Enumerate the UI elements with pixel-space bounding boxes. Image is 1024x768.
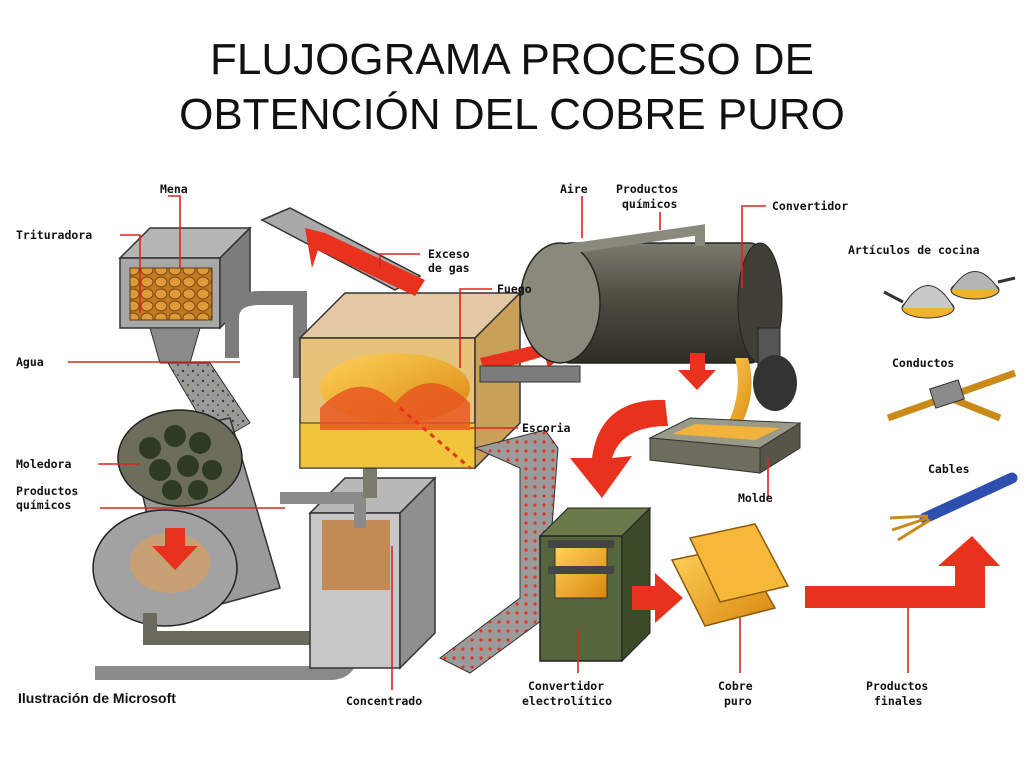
chemicals-pipe xyxy=(280,492,366,528)
crusher xyxy=(118,226,252,364)
pure-copper-plates xyxy=(670,523,790,627)
label-cobre-puro-1: Cobre xyxy=(718,679,753,693)
label-mena: Mena xyxy=(160,182,188,196)
exhaust-arrow xyxy=(305,228,425,296)
label-productos-finales-1: Productos xyxy=(866,679,928,693)
leader-fuego xyxy=(459,288,492,368)
copper-process-diagram: Mena Trituradora Agua Moledora Productos… xyxy=(16,182,1018,708)
final-products-arrow xyxy=(805,536,1000,608)
leader-trituradora xyxy=(120,234,141,313)
title-line-2: OBTENCIÓN DEL COBRE PURO xyxy=(179,90,845,139)
cables-icon xyxy=(889,472,1018,542)
illustration-credit: Ilustración de Microsoft xyxy=(18,690,176,706)
label-articulos-cocina: Artículos de cocina xyxy=(848,243,980,257)
cookware-icon xyxy=(883,271,1016,319)
feed-pipe xyxy=(479,365,581,383)
leader-convertidor xyxy=(741,205,766,288)
electrolytic-to-copper-arrow xyxy=(632,573,683,623)
label-prod-quim-top-1: Productos xyxy=(616,182,678,196)
label-exceso-gas-2: de gas xyxy=(428,261,470,275)
mold-to-electrolytic-arrow xyxy=(570,399,668,498)
label-prod-quim-top-2: químicos xyxy=(622,197,677,211)
water-pipe xyxy=(225,291,307,378)
label-productos-quimicos-2: químicos xyxy=(16,498,71,512)
label-exceso-gas-1: Exceso xyxy=(428,247,470,261)
leader-mena xyxy=(168,195,181,268)
label-productos-finales-2: finales xyxy=(874,694,922,708)
grinding-drum xyxy=(92,409,281,627)
label-trituradora: Trituradora xyxy=(16,228,92,242)
slag-chute xyxy=(439,429,559,674)
page-title: FLUJOGRAMA PROCESO DE OBTENCIÓN DEL COBR… xyxy=(0,32,1024,142)
label-aire: Aire xyxy=(560,182,588,196)
furnace xyxy=(298,291,522,470)
label-conv-electro-1: Convertidor xyxy=(528,679,604,693)
label-cables: Cables xyxy=(928,462,970,476)
drum-outlet-pipe xyxy=(143,613,345,645)
label-molde: Molde xyxy=(738,491,773,505)
mold xyxy=(648,417,802,474)
leader-exceso-gas xyxy=(379,253,420,268)
label-escoria: Escoria xyxy=(522,421,571,435)
molten-copper-pour xyxy=(720,358,752,440)
label-productos-quimicos-1: Productos xyxy=(16,484,78,498)
electrolytic-converter xyxy=(538,506,652,663)
air-pipe xyxy=(559,224,705,255)
label-moledora: Moledora xyxy=(16,457,71,471)
label-agua: Agua xyxy=(16,355,44,369)
pipes-icon xyxy=(886,369,1017,422)
pour-down-arrow xyxy=(678,353,716,390)
label-concentrado: Concentrado xyxy=(346,694,422,708)
flotation-tank xyxy=(308,476,437,670)
label-fuego: Fuego xyxy=(497,282,532,296)
label-cobre-puro-2: puro xyxy=(724,694,752,708)
label-convertidor: Convertidor xyxy=(772,199,848,213)
grinding-arrow xyxy=(152,528,198,570)
converter xyxy=(519,242,797,411)
label-conductos: Conductos xyxy=(892,356,954,370)
label-conv-electro-2: electrolítico xyxy=(522,694,612,708)
title-line-1: FLUJOGRAMA PROCESO DE xyxy=(210,35,814,84)
